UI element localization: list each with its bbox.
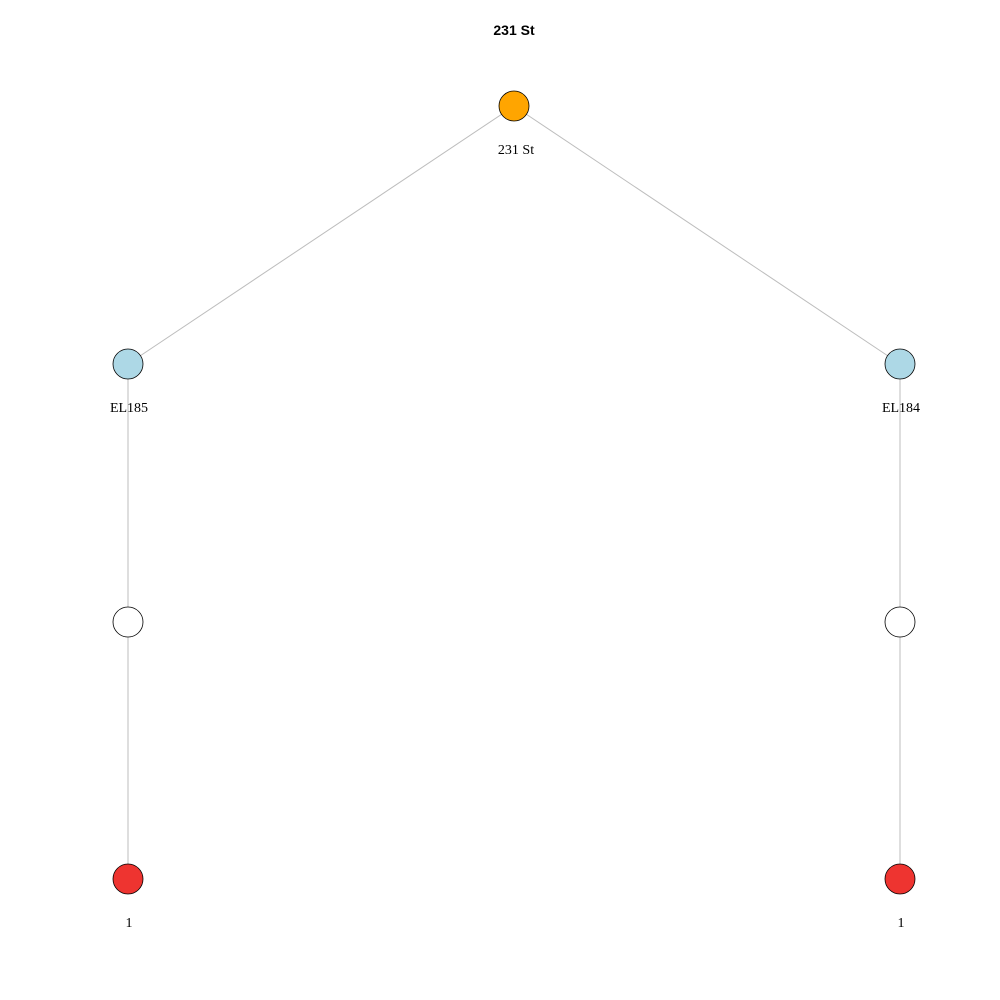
node-layer (112, 90, 916, 895)
edge-root-el185 (127, 105, 515, 365)
node-label-root: 231 St (498, 143, 534, 158)
node-mid_left (112, 606, 144, 638)
diagram-title: 231 St (493, 22, 535, 38)
node-label-el185: EL185 (110, 401, 148, 416)
node-label-leaf_left: 1 (126, 916, 133, 931)
node-leaf_left (112, 863, 144, 895)
node-mid_right (884, 606, 916, 638)
node-root (498, 90, 530, 122)
node-el185 (112, 348, 144, 380)
node-label-leaf_right: 1 (898, 916, 905, 931)
node-leaf_right (884, 863, 916, 895)
label-layer: 231 St EL185 EL184 1 1 (110, 143, 920, 931)
node-label-el184: EL184 (882, 401, 920, 416)
edge-layer (127, 105, 901, 879)
node-el184 (884, 348, 916, 380)
edge-root-el184 (513, 105, 901, 365)
